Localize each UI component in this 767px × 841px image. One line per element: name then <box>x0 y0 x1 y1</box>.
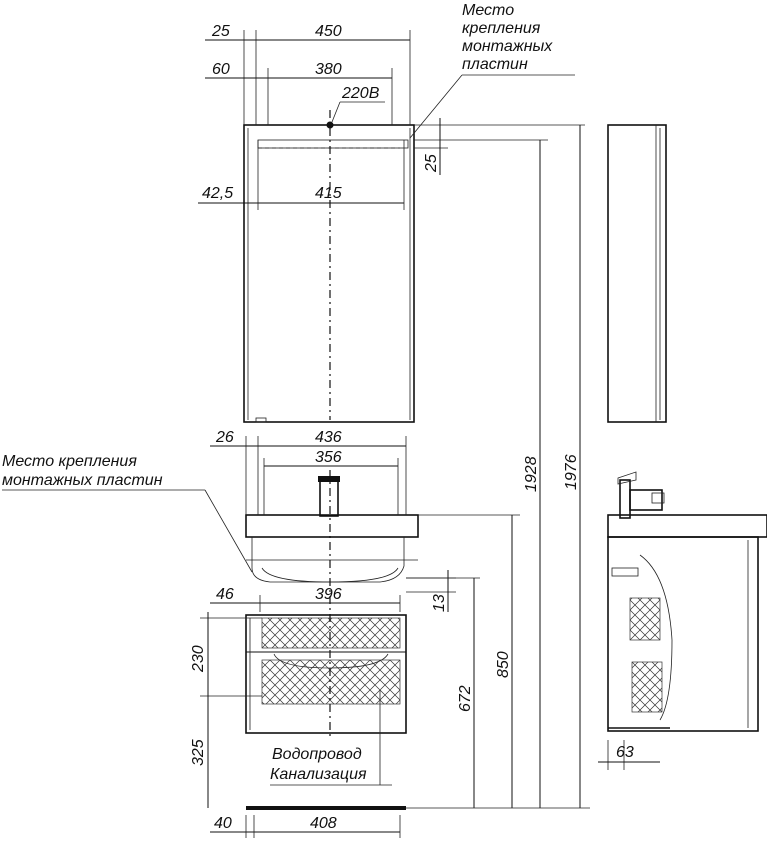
dim-height-850: 850 <box>495 651 512 678</box>
dim-drawer-offset-46: 46 <box>216 586 234 603</box>
top-mount-line4: пластин <box>462 56 528 73</box>
dim-height-325: 325 <box>190 739 207 766</box>
dim-total-1976: 1976 <box>563 454 580 490</box>
label-power-220v: 220В <box>341 85 380 102</box>
dim-cabinet-offset-26: 26 <box>215 429 234 446</box>
vanity-dimensions: 26 436 356 46 396 13 230 325 672 850 192… <box>190 125 590 838</box>
dim-mirror-offset-60: 60 <box>212 61 230 78</box>
dim-base-offset-40: 40 <box>214 815 232 832</box>
dim-total-1928: 1928 <box>523 456 540 492</box>
dim-gap-13: 13 <box>431 594 448 612</box>
top-mount-line1: Место <box>462 2 514 19</box>
plumbing-labels: Водопровод Канализация <box>270 690 392 786</box>
left-mount-line2: монтажных пластин <box>2 472 163 489</box>
dim-cabinet-width-436: 436 <box>315 429 342 446</box>
top-mount-callout: Место крепления монтажных пластин <box>409 2 575 139</box>
dim-basin-356: 356 <box>315 449 342 466</box>
dim-side-63: 63 <box>616 744 634 761</box>
dim-mirror-width-450: 450 <box>315 23 342 40</box>
dim-mirror-offset-25: 25 <box>211 23 230 40</box>
dim-base-408: 408 <box>310 815 337 832</box>
label-sewer: Канализация <box>270 766 367 783</box>
mirror-cabinet-front <box>243 110 415 423</box>
dim-height-230: 230 <box>190 645 207 673</box>
dim-mirror-inner-415: 415 <box>315 185 342 202</box>
mirror-dimensions: 25 450 60 380 42,5 415 220В 25 <box>198 23 585 210</box>
label-water: Водопровод <box>272 746 362 763</box>
vanity-front <box>245 470 419 810</box>
left-mount-callout: Место крепления монтажных пластин <box>2 453 253 573</box>
dim-mirror-top-25: 25 <box>423 154 440 173</box>
top-mount-line3: монтажных <box>462 38 553 55</box>
vanity-side: 63 <box>598 471 767 770</box>
top-mount-line2: крепления <box>462 20 541 37</box>
dim-drawer-396: 396 <box>315 586 342 603</box>
left-mount-line1: Место крепления <box>2 453 137 470</box>
dim-mirror-offset-42-5: 42,5 <box>202 185 233 202</box>
mirror-cabinet-side <box>607 124 667 423</box>
dim-height-672: 672 <box>457 685 474 712</box>
dim-mirror-inner-380: 380 <box>315 61 342 78</box>
